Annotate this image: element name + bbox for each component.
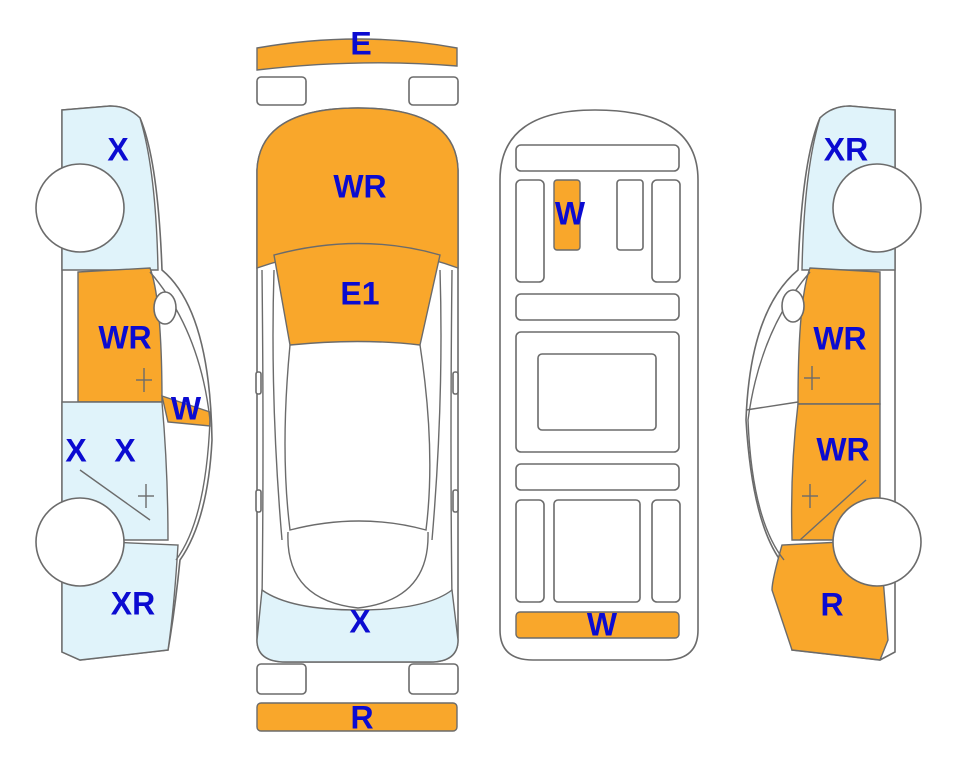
underbody-right-rail — [651, 179, 681, 283]
right-front-door-label: WR — [813, 320, 866, 356]
left-belt-line — [79, 469, 151, 521]
trunk-label: X — [349, 603, 371, 639]
right-window-line — [745, 401, 799, 411]
left-mirror-label: W — [171, 390, 202, 426]
left-rear-door-label: X — [114, 432, 136, 468]
right-belt-line — [799, 479, 867, 541]
left-mirror-glass — [153, 291, 177, 325]
top-left-side-line — [261, 269, 264, 601]
top-right-inner-line — [431, 269, 442, 541]
right-front-label: XR — [824, 131, 868, 167]
left-headlight — [256, 76, 307, 106]
underbody-view: W W — [499, 109, 699, 661]
left-front-door-label: WR — [98, 319, 151, 355]
top-left-inner-line — [272, 269, 283, 541]
left-rocker-label: X — [65, 432, 87, 468]
underbody-rear-left — [515, 499, 545, 603]
underbody-crossmember-1 — [515, 293, 680, 321]
underbody-crossmember-2 — [515, 463, 680, 491]
top-left-handle — [255, 489, 262, 513]
top-right-handle — [452, 489, 459, 513]
rear-window-line — [287, 531, 429, 609]
right-rear-wheel-icon — [832, 497, 922, 587]
top-view: E WR E1 X R — [255, 25, 459, 735]
underbody-rear-center — [553, 499, 641, 603]
windshield-label: E1 — [340, 275, 379, 311]
underbody-left-rail — [515, 179, 545, 283]
right-taillight — [408, 663, 459, 695]
right-rear-quarter-label: R — [820, 586, 843, 622]
left-front-wheel-icon — [35, 163, 125, 253]
top-roof-outline — [284, 344, 431, 531]
rear-bumper[interactable] — [256, 702, 458, 732]
top-left-mirror — [255, 371, 262, 395]
left-rear-wheel-icon — [35, 497, 125, 587]
left-door-handle-front — [136, 368, 152, 392]
left-taillight — [256, 663, 307, 695]
trunk[interactable] — [256, 588, 459, 663]
underbody-front-panel[interactable] — [553, 179, 581, 251]
right-headlight — [408, 76, 459, 106]
underbody-front-panel-label: W — [555, 195, 586, 231]
left-rear-quarter-label: XR — [111, 585, 155, 621]
underbody-rear-right — [651, 499, 681, 603]
underbody-front-bar — [515, 144, 680, 172]
top-right-mirror — [452, 371, 459, 395]
underbody-center-tray — [537, 353, 657, 431]
hood-label: WR — [333, 168, 386, 204]
underbody-rear-panel[interactable] — [515, 611, 680, 639]
right-front-wheel-icon — [832, 163, 922, 253]
right-rear-door-label: WR — [816, 431, 869, 467]
front-bumper[interactable] — [256, 38, 458, 71]
rear-bumper-label: R — [350, 699, 373, 735]
right-mirror-glass — [781, 289, 805, 323]
windshield[interactable] — [273, 242, 441, 346]
left-door-handle-rear — [138, 484, 154, 508]
underbody-rear-panel-label: W — [587, 606, 618, 642]
right-side-view: XR WR WR R — [745, 105, 922, 661]
underbody-center-slot — [616, 179, 644, 251]
left-front-label: X — [107, 131, 129, 167]
left-side-view: X WR W X X XR — [35, 105, 213, 661]
top-right-side-line — [450, 269, 453, 601]
right-door-handle-front — [804, 366, 820, 390]
right-door-handle-rear — [802, 484, 818, 508]
front-bumper-label: E — [350, 25, 371, 61]
left-roof-line — [149, 271, 211, 561]
